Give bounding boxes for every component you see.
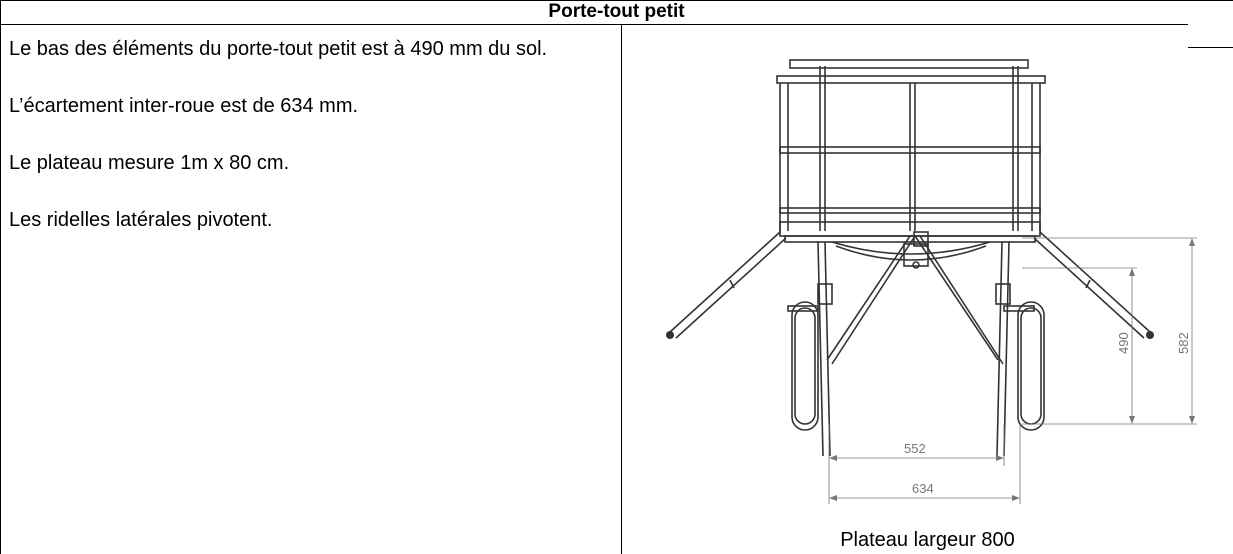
arrow-icon: [1129, 268, 1135, 276]
left-arm-tip: [666, 331, 674, 339]
table-border-top: [0, 0, 1233, 1]
upper-rail: [776, 75, 1046, 84]
arrow-icon: [829, 455, 837, 461]
description-line: Le plateau mesure 1m x 80 cm.: [9, 152, 290, 174]
left-leg: [824, 241, 831, 457]
right-wheel: [1017, 301, 1045, 431]
arrow-icon: [1129, 416, 1135, 424]
cart-technical-drawing: 490 582 552 634: [666, 59, 1197, 504]
arrow-icon: [996, 455, 1004, 461]
left-fender: [787, 305, 819, 312]
description-line: L’écartement inter-roue est de 634 mm.: [9, 95, 359, 117]
cart-frame: [669, 59, 1151, 457]
lower-rail: [779, 207, 1041, 214]
table-border-left: [0, 0, 1, 554]
left-side-arm: [675, 237, 787, 339]
right-wheel-rim: [1020, 307, 1042, 425]
top-bar: [789, 59, 1029, 69]
right-side-arm: [1039, 231, 1151, 333]
diagonal-brace: [914, 235, 999, 361]
description-cell: Le bas des éléments du porte-tout petit …: [9, 34, 609, 262]
diagonal-brace: [831, 235, 916, 365]
left-side-arm: [669, 231, 781, 333]
diagonal-brace: [919, 235, 1004, 365]
table-border-header: [0, 24, 1188, 25]
right-side-arm: [1033, 237, 1145, 339]
dimension-labels: 490 582 552 634: [904, 332, 1191, 496]
table-border-middle: [621, 24, 622, 554]
arrow-icon: [829, 495, 837, 501]
dim-label-582: 582: [1176, 332, 1191, 354]
dim-label-634: 634: [912, 481, 934, 496]
table-title: Porte-tout petit: [548, 1, 685, 22]
dim-label-490: 490: [1116, 332, 1131, 354]
right-arm-tip: [1146, 331, 1154, 339]
axle-arc: [831, 241, 991, 255]
arrow-icon: [1012, 495, 1020, 501]
dimension-arrows: [829, 238, 1195, 501]
arrow-icon: [1189, 416, 1195, 424]
hitch-bolt: [912, 261, 920, 269]
table-border-header-right: [1188, 47, 1233, 48]
drawing-caption: Plateau largeur 800: [840, 529, 1015, 551]
arm-tab: [729, 279, 735, 289]
description-line: Le bas des éléments du porte-tout petit …: [9, 38, 548, 60]
right-leg: [1003, 241, 1010, 457]
left-leg: [817, 241, 824, 457]
arrow-icon: [1189, 238, 1195, 246]
description-line: Les ridelles latérales pivotent.: [9, 209, 273, 231]
left-wheel-rim: [794, 307, 816, 425]
axle-arc: [835, 245, 987, 261]
arm-tab: [1085, 279, 1091, 289]
dimension-lines: [828, 237, 1197, 504]
arm-tips: [666, 331, 1154, 339]
left-bearing: [817, 283, 833, 305]
middle-rail: [779, 146, 1041, 154]
left-wheel: [791, 301, 819, 431]
right-leg: [996, 241, 1003, 457]
dim-label-552: 552: [904, 441, 926, 456]
diagonal-brace: [826, 235, 911, 361]
right-bearing: [995, 283, 1011, 305]
